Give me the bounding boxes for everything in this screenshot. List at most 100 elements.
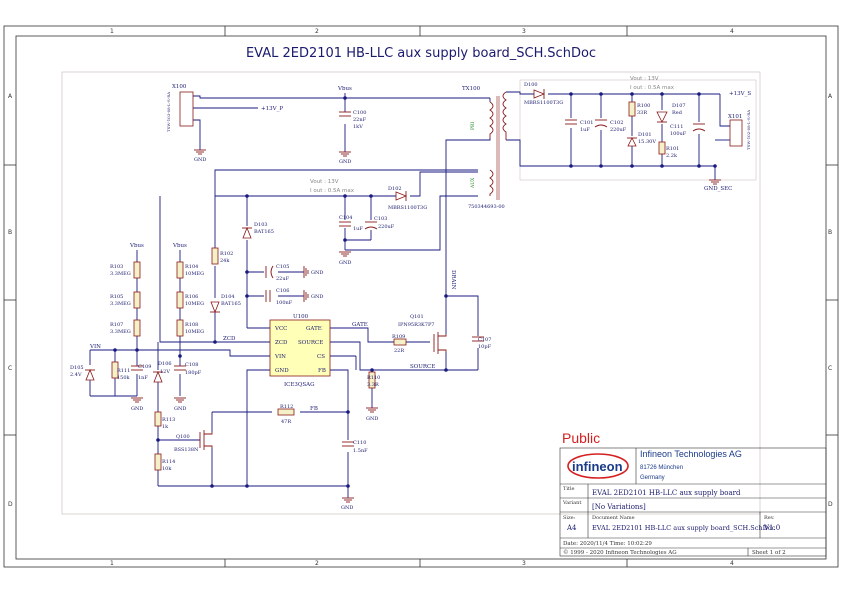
r107-value: 3.3MEG	[110, 329, 131, 335]
gnd-icon: GND	[303, 266, 323, 278]
capacitor-c102[interactable]: C102 220uF	[594, 119, 627, 133]
sheet-frame	[3, 25, 839, 568]
capacitor-c111[interactable]: C111 100uF	[670, 123, 706, 137]
r114-value: 10k	[162, 466, 172, 472]
u100-pin-fb: FB	[318, 368, 326, 374]
capacitor-c100[interactable]: C100 22nF 1kV	[339, 110, 367, 130]
c102-value: 220uF	[610, 127, 627, 133]
capacitor-c104[interactable]: C104 1uF	[339, 215, 363, 232]
diode-d100[interactable]: D100 MBRS1100T3G	[524, 82, 563, 106]
resistor-r103[interactable]: R103 3.3MEG	[110, 261, 141, 279]
zener-d105[interactable]: D105 2.4V	[70, 365, 95, 381]
net-zcd: ZCD	[223, 336, 236, 342]
resistor-r108[interactable]: R108 10MEG	[176, 319, 204, 337]
connector-x101[interactable]: X101 TSW-102-08-L-S-RA	[728, 110, 751, 150]
connector-x100[interactable]: X100 TSW-103-08-L-S-RA	[166, 84, 194, 132]
r102-value: 24k	[220, 258, 230, 264]
transformer-tx100[interactable]: TX100 750344693-00 AUX PRI	[462, 86, 507, 210]
r109-ref: R109	[392, 334, 405, 340]
sheet-number: Sheet 1 of 2	[752, 550, 786, 556]
zone-col-1: 1	[110, 28, 114, 35]
output-region	[519, 79, 757, 181]
gnd-icon: GND	[303, 290, 323, 302]
d101-value: 15.30V	[638, 139, 656, 145]
resistor-r102[interactable]: R102 24k	[211, 247, 233, 265]
resistor-r106[interactable]: R106 10MEG	[176, 291, 204, 309]
net-fb: FB	[310, 406, 318, 412]
net-source: SOURCE	[410, 364, 435, 370]
d103-ref: D103	[254, 222, 268, 228]
capacitor-c105[interactable]: C105 22uF	[265, 264, 290, 282]
resistor-r113[interactable]: R113 1k	[154, 411, 175, 430]
r104-value: 10MEG	[185, 271, 204, 277]
variant-value: [No Variations]	[592, 503, 646, 511]
capacitor-c108[interactable]: C108 180pF	[174, 362, 202, 376]
r113-value: 1k	[162, 424, 169, 430]
net-vbus-mid: Vbus	[172, 243, 187, 249]
capacitor-c110[interactable]: C110 1.5nF	[342, 440, 368, 454]
resistor-r112[interactable]: R112 47R	[277, 404, 295, 425]
ic-u100[interactable]: U100 ICE3QSAG VCC ZCD VIN GND GATE SOURC…	[269, 314, 331, 388]
r101-ref: R101	[666, 146, 679, 152]
resistor-r110[interactable]: R110 3.3R	[367, 371, 380, 389]
zone-col-2-bottom: 2	[315, 560, 319, 567]
tx100-ref: TX100	[462, 86, 481, 92]
capacitor-c107[interactable]: C107 10pF	[472, 336, 492, 350]
diode-d102[interactable]: D102 MBRS1100T3G	[388, 186, 427, 211]
resistor-r105[interactable]: R105 3.3MEG	[110, 291, 141, 309]
net-vbus-left: Vbus	[129, 243, 144, 249]
u100-pin-vcc: VCC	[274, 326, 287, 332]
resistor-r109[interactable]: R109 22R	[392, 334, 407, 354]
u100-pin-zcd: ZCD	[275, 340, 288, 346]
d107-ref: D107	[672, 103, 686, 109]
r107-ref: R107	[110, 322, 123, 328]
gnd-icon: GND	[174, 397, 186, 412]
c102-ref: C102	[610, 120, 623, 126]
r112-ref: R112	[280, 404, 293, 410]
c106-ref: C106	[276, 288, 289, 294]
r103-value: 3.3MEG	[110, 271, 131, 277]
d105-ref: D105	[70, 365, 84, 371]
c100-voltage: 1kV	[353, 124, 363, 130]
r106-ref: R106	[185, 294, 198, 300]
capacitor-c109[interactable]: C109 1nF	[131, 364, 151, 381]
capacitor-c103[interactable]: C103 220uF	[364, 216, 395, 230]
public-label: Public	[562, 430, 600, 446]
net-13v-p: +13V_P	[261, 106, 283, 112]
r114-ref: R114	[162, 459, 175, 465]
r101-value: 2.2k	[666, 153, 678, 159]
title-value: EVAL 2ED2101 HB-LLC aux supply board	[592, 489, 741, 497]
resistor-r111[interactable]: R111 150k	[111, 361, 131, 381]
mosfet-q101[interactable]: Q101 IPN95R3K7P7	[398, 314, 447, 354]
d103-value: BAT165	[254, 229, 274, 235]
resistor-r114[interactable]: R114 10k	[154, 453, 175, 472]
r110-value: 3.3R	[367, 382, 379, 388]
zone-row-c-right: C	[828, 365, 832, 372]
c103-value: 220uF	[378, 224, 395, 230]
tx100-value: 750344693-00	[468, 204, 505, 210]
q100-ref: Q100	[176, 434, 190, 440]
gnd-label-x100: GND	[194, 157, 206, 163]
capacitor-c106[interactable]: C106 100nF	[265, 288, 293, 306]
capacitor-c101[interactable]: C101 1uF	[565, 119, 593, 133]
resistor-r107[interactable]: R107 3.3MEG	[110, 319, 141, 337]
zener-d101[interactable]: D101 15.30V	[627, 132, 656, 147]
x101-ref: X101	[728, 114, 742, 120]
gnd-label-c104: GND	[339, 260, 351, 266]
resistor-r100[interactable]: R100 33R	[628, 101, 650, 117]
resistor-r104[interactable]: R104 10MEG	[176, 261, 204, 279]
gnd-label-c100: GND	[339, 159, 351, 165]
r108-ref: R108	[185, 322, 198, 328]
u100-value: ICE3QSAG	[284, 382, 315, 388]
c109-value: 1nF	[138, 375, 148, 381]
diode-d104[interactable]: D104 BAT165	[210, 294, 241, 314]
zone-row-a-right: A	[828, 93, 833, 100]
diode-d103[interactable]: D103 BAT165	[242, 222, 274, 239]
mosfet-q100[interactable]: Q100 BSS138N	[174, 430, 213, 453]
company-city: 81726 München	[640, 465, 683, 471]
zener-d106[interactable]: D106 12V	[153, 361, 172, 383]
r102-ref: R102	[220, 251, 233, 257]
resistor-r101[interactable]: R101 2.2k	[658, 141, 679, 159]
zone-row-b: B	[8, 229, 12, 236]
led-d107[interactable]: D107 Red	[656, 103, 686, 123]
